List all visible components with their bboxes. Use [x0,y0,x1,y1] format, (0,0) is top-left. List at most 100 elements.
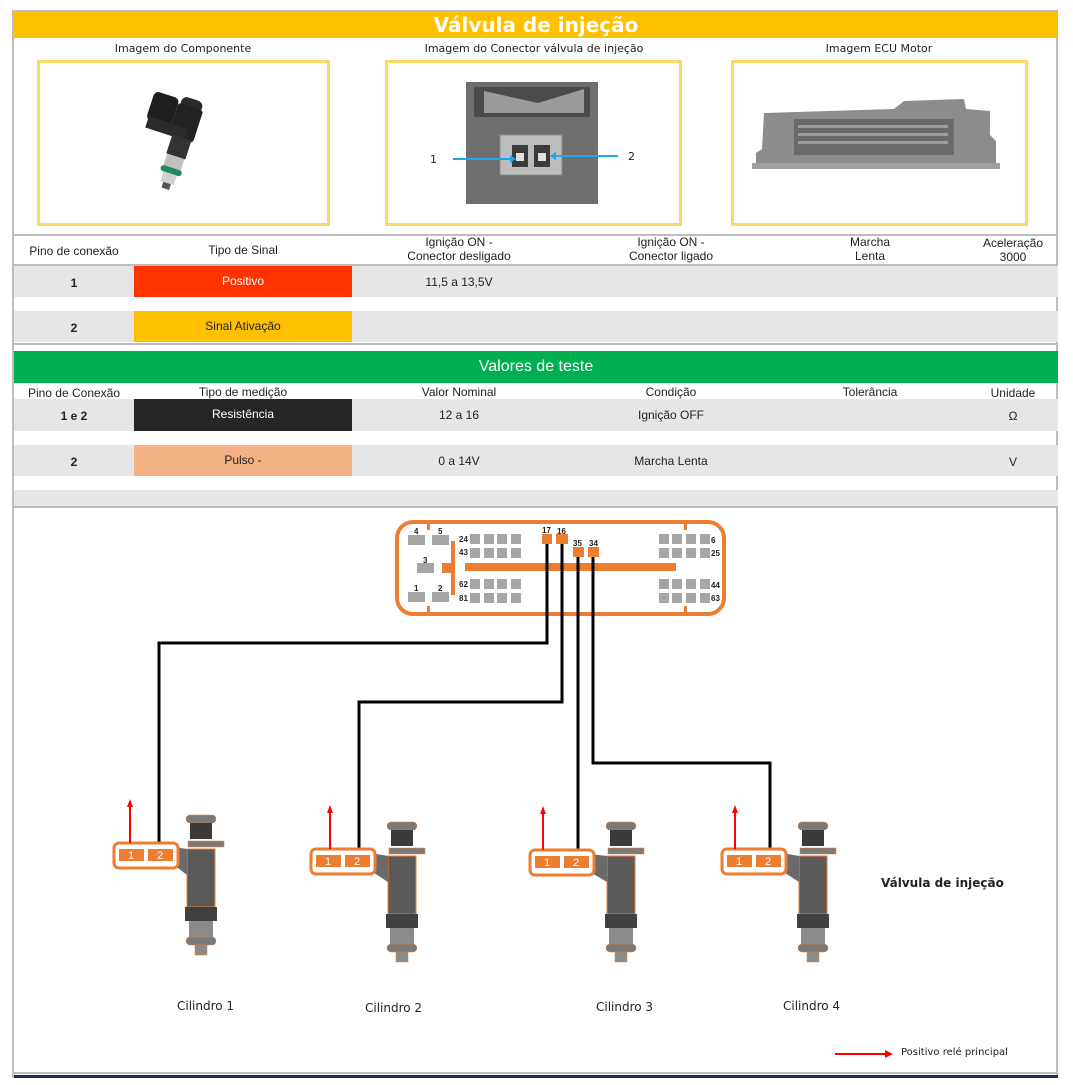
ecu-pin-34 [588,547,599,557]
wire-pin34-cylinder4 [591,557,772,852]
cylinder-label: Cilindro 3 [596,1000,654,1014]
test-row-nominal: 0 a 14V [438,454,480,468]
test-row-condition: Marcha Lenta [634,454,708,468]
measurement-type-badge: Pulso - [134,445,352,476]
signal-header-pin: Pino de conexão [29,244,119,258]
page-title: Válvula de injeção [14,12,1058,38]
signal-header-idle: Marcha Lenta [790,235,950,263]
signal-header-type: Tipo de Sinal [208,243,278,257]
wire-pin16-cylinder2 [357,544,564,848]
empty-row [14,490,1058,506]
diagram-component-title: Válvula de injeção [881,876,1004,890]
ecu-pin-label: 63 [711,594,720,603]
injector-photo [145,92,203,190]
divider [14,343,1058,345]
measurement-type-badge: Resistência [134,399,352,431]
test-header-condition: Condição [645,385,697,399]
header-line: Ignição ON - [425,235,493,249]
test-row-nominal: 12 a 16 [438,408,480,422]
cylinder-label: Cilindro 2 [365,1001,423,1015]
signal-row-pin: 2 [70,321,78,335]
injector-pin-1-label: 1 [736,856,742,868]
injector-pin-2-label: 2 [573,857,579,869]
connector-photo: 1 2 [430,82,635,204]
test-header-nominal: Valor Nominal [421,385,497,399]
test-row-condition: Ignição OFF [637,408,705,422]
wire-pin17-cylinder1 [157,544,549,845]
legend-arrow-head [885,1050,893,1058]
ecu-photo [752,99,1000,169]
ecu-pin-label: 16 [557,527,566,536]
ecu-pin-label: 24 [459,535,468,544]
ecu-pin-label: 44 [711,581,720,590]
header-line: Conector desligado [407,249,511,263]
signal-header-ign-on: Ignição ON - Conector ligado [566,235,776,263]
bottom-border [14,1075,1058,1078]
ecu-pin-label: 43 [459,548,468,557]
ecu-pin-35 [573,547,584,557]
ecu-pins-right [659,534,710,603]
ecu-pin-label: 5 [438,527,443,536]
divider [14,506,1058,508]
injector-pin-1-label: 1 [544,857,550,869]
page-frame [12,10,1058,1078]
test-header-pin: Pino de Conexão [27,386,121,400]
ecu-pin-label: 1 [414,584,419,593]
divider [14,264,1058,266]
cylinder-label: Cilindro 1 [177,999,235,1013]
signal-row-ign-off-value: 11,5 a 13,5V [425,275,493,289]
injector-pin-2-label: 2 [354,856,360,868]
signal-type-badge: Positivo [134,266,352,297]
injector-pin-2-label: 2 [765,856,771,868]
connector-pin-2-label: 2 [628,150,635,163]
header-line: Aceleração [982,236,1044,250]
header-line: Marcha [849,235,890,249]
ecu-image-box [731,60,1028,226]
component-image-label: Imagem do Componente [114,42,252,55]
signal-type-badge: Sinal Ativação [134,311,352,342]
ecu-pin-label: 4 [414,527,419,536]
header-line: 3000 [999,250,1027,264]
test-row-pin: 2 [70,455,78,469]
test-header-unit: Unidade [990,386,1036,400]
ecu-pin-label: 2 [438,584,443,593]
signal-row-pin: 1 [70,276,78,290]
divider [14,1072,1058,1074]
injector-pin-2-label: 2 [157,850,163,862]
injector-pin-1-label: 1 [325,856,331,868]
ecu-pin-label: 6 [711,536,716,545]
ecu-pin-label: 17 [542,526,551,535]
ecu-pin-17 [542,534,552,544]
connector-pin-1-label: 1 [430,153,437,166]
test-values-title: Valores de teste [14,351,1058,383]
test-row-unit: V [1008,455,1017,469]
ecu-pin-label: 3 [423,556,428,565]
legend-label: Positivo relé principal [901,1047,1008,1058]
test-row-pin: 1 e 2 [60,409,88,423]
divider [14,234,1058,236]
test-header-type: Tipo de medição [198,385,288,399]
ecu-pins-left [408,534,521,603]
ecu-image-label: Imagem ECU Motor [825,42,933,55]
header-line: Lenta [854,249,886,263]
ecu-pin-16 [556,534,568,544]
connector-image-label: Imagem do Conector válvula de injeção [424,42,644,55]
injector-pin-1-label: 1 [128,850,134,862]
ecu-pin-label: 34 [589,539,598,548]
ecu-pin-label: 81 [459,594,468,603]
signal-header-ign-off: Ignição ON - Conector desligado [352,235,566,263]
signal-header-accel: Aceleração 3000 [970,236,1056,264]
header-line: Ignição ON - [637,235,705,249]
test-row-unit: Ω [1008,409,1018,423]
ecu-center-bar [465,563,676,571]
component-image-box [37,60,330,226]
ecu-active-pins [542,534,599,557]
ecu-pin-label: 62 [459,580,468,589]
cylinder-label: Cilindro 4 [783,999,841,1013]
connector-image-box: 1 2 [385,60,682,226]
